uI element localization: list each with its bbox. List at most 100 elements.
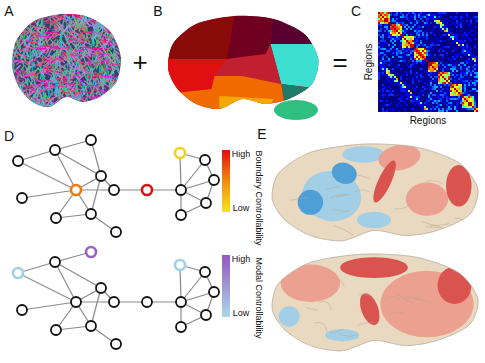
fiber: [77, 80, 82, 82]
fiber: [13, 66, 15, 73]
matrix-cell: [474, 16, 476, 18]
matrix-cell: [390, 14, 392, 16]
fiber: [81, 96, 94, 98]
matrix-cell: [380, 26, 382, 28]
fiber: [25, 106, 26, 113]
matrix-cell: [418, 20, 420, 22]
matrix-cell: [406, 16, 408, 18]
matrix-cell: [392, 24, 394, 26]
fiber: [118, 111, 123, 119]
matrix-cell: [418, 38, 420, 40]
fiber: [33, 50, 36, 56]
fiber: [103, 33, 106, 36]
matrix-cell: [388, 16, 390, 18]
matrix-cell: [384, 22, 386, 24]
fiber: [112, 26, 119, 37]
fiber: [29, 108, 37, 111]
matrix-cell: [418, 36, 420, 38]
fiber: [109, 15, 116, 27]
matrix-cell: [394, 14, 396, 16]
fiber: [5, 22, 11, 23]
fiber: [11, 94, 23, 96]
fiber: [86, 108, 92, 111]
fiber: [71, 100, 83, 101]
matrix-cell: [438, 24, 440, 26]
fiber: [122, 27, 123, 35]
fiber: [88, 35, 95, 39]
matrix-cell: [452, 34, 454, 36]
fiber: [106, 95, 109, 106]
fiber: [99, 106, 103, 108]
fiber: [118, 47, 129, 51]
matrix-cell: [394, 12, 396, 14]
matrix-cell: [474, 26, 476, 28]
matrix-cell: [436, 18, 438, 20]
fiber: [93, 32, 100, 34]
matrix-cell: [466, 14, 468, 16]
brain-ground: [12, 14, 121, 107]
fiber: [73, 98, 75, 108]
fiber: [108, 98, 117, 108]
matrix-cell: [416, 28, 418, 30]
matrix-cell: [476, 32, 478, 34]
matrix-cell: [384, 30, 386, 32]
fiber: [64, 58, 67, 61]
fiber: [17, 25, 28, 33]
matrix-cell: [380, 18, 382, 20]
fiber: [101, 109, 107, 111]
fiber: [77, 110, 88, 115]
matrix-cell: [382, 12, 384, 14]
matrix-cell: [412, 26, 414, 28]
fiber: [12, 28, 17, 37]
fiber: [86, 76, 98, 77]
matrix-cell: [378, 30, 380, 32]
brain-region: [281, 84, 320, 114]
matrix-cell: [428, 12, 430, 14]
fiber: [106, 28, 111, 30]
fiber: [85, 47, 98, 48]
fiber: [63, 69, 68, 71]
matrix-cell: [416, 38, 418, 40]
matrix-cell: [406, 26, 408, 28]
fiber: [121, 21, 124, 29]
fiber: [49, 111, 52, 115]
fiber: [15, 73, 27, 74]
matrix-cell: [442, 28, 444, 30]
fiber: [82, 107, 87, 109]
fiber: [66, 95, 67, 103]
fiber: [6, 78, 15, 82]
matrix-cell: [380, 34, 382, 36]
matrix-cell: [380, 28, 382, 30]
fiber: [96, 57, 103, 69]
matrix-cell: [438, 28, 440, 30]
fiber: [113, 103, 115, 110]
matrix-cell: [400, 28, 402, 30]
matrix-cell: [414, 36, 416, 38]
fiber: [58, 108, 72, 111]
fiber: [44, 31, 58, 33]
fiber: [82, 68, 87, 72]
fiber: [30, 104, 35, 106]
fiber: [82, 54, 86, 56]
fiber: [61, 83, 73, 85]
fiber: [77, 83, 82, 86]
fiber: [67, 39, 76, 40]
fiber: [19, 110, 29, 113]
matrix-cell: [400, 18, 402, 20]
matrix-cell: [410, 32, 412, 34]
matrix-cell: [378, 22, 380, 24]
matrix-cell: [386, 16, 388, 18]
fiber: [112, 99, 115, 106]
matrix-cell: [394, 30, 396, 32]
matrix-cell: [394, 22, 396, 24]
fiber: [8, 38, 12, 43]
matrix-cell: [426, 32, 428, 34]
fiber: [16, 107, 22, 109]
matrix-cell: [466, 12, 468, 14]
matrix-cell: [448, 24, 450, 26]
matrix-cell: [460, 14, 462, 16]
fiber: [75, 104, 78, 112]
matrix-cell: [470, 24, 472, 26]
matrix-cell: [378, 20, 380, 22]
matrix-cell: [476, 20, 478, 22]
